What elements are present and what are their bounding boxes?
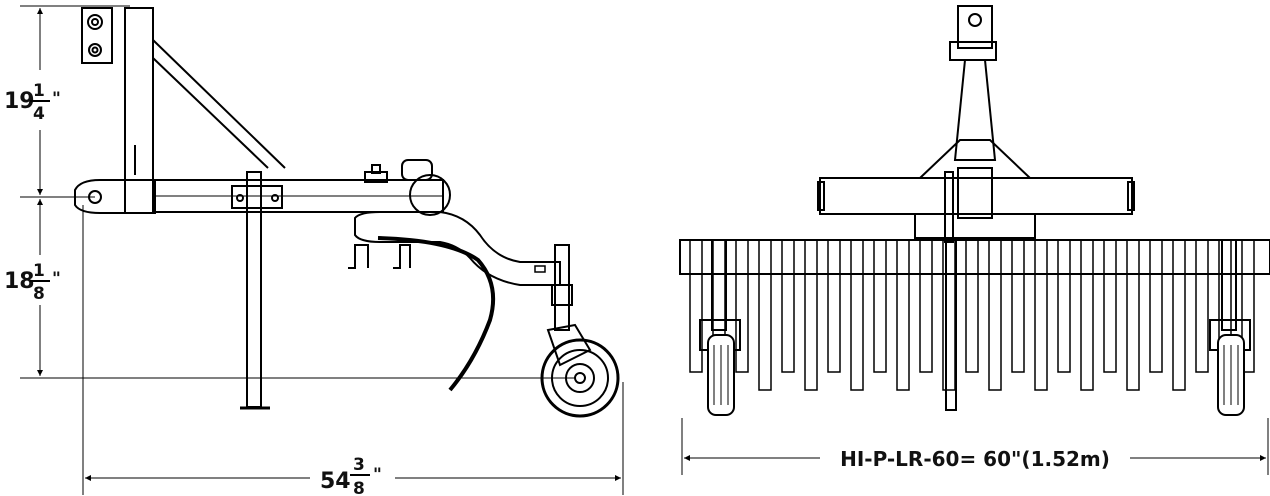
svg-text:": " [52, 89, 61, 109]
front-view [679, 5, 1270, 475]
svg-text:3: 3 [353, 455, 365, 475]
top-height-label: 19 1 4 " [4, 81, 61, 124]
svg-text:": " [52, 269, 61, 289]
side-view [20, 5, 624, 495]
svg-text:4: 4 [33, 104, 45, 124]
width-label: HI-P-LR-60= 60"(1.52m) [840, 447, 1110, 471]
svg-text:54: 54 [320, 469, 351, 494]
svg-text:8: 8 [33, 284, 45, 304]
svg-text:18: 18 [4, 269, 35, 294]
svg-text:": " [373, 465, 382, 485]
length-label: 54 3 8 " [320, 455, 382, 496]
svg-text:1: 1 [33, 261, 45, 281]
svg-text:8: 8 [353, 479, 365, 496]
bottom-height-label: 18 1 8 " [4, 261, 61, 304]
svg-text:1: 1 [33, 81, 45, 101]
svg-text:19: 19 [4, 89, 35, 114]
rake-tines [689, 239, 1255, 391]
